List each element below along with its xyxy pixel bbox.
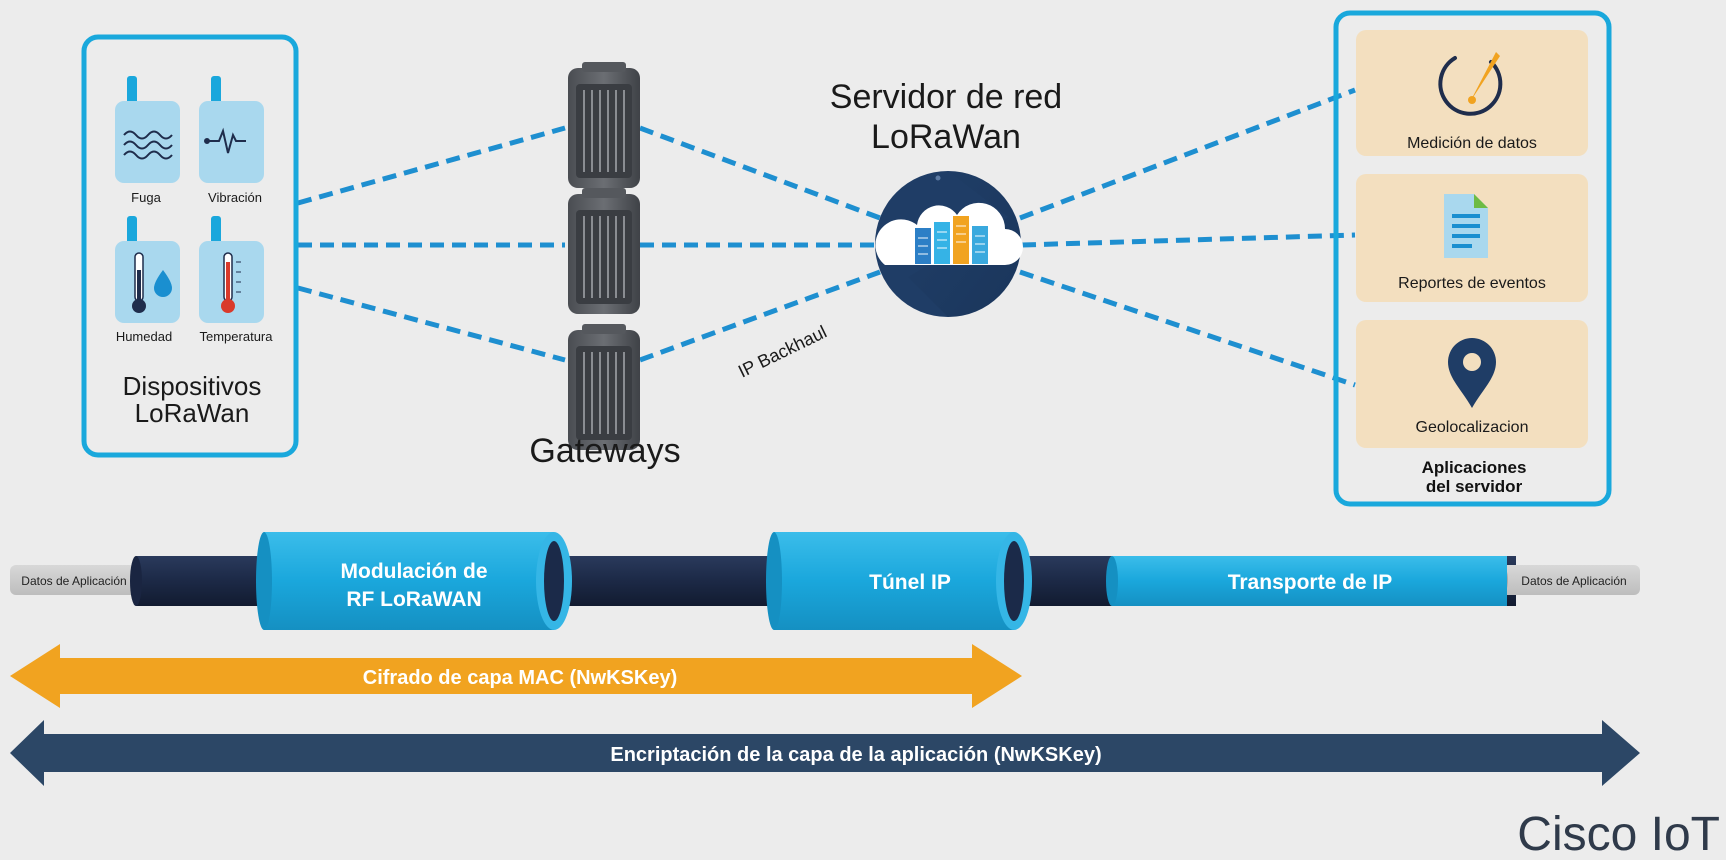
mac-encryption-arrow: Cifrado de capa MAC (NwKSKey) xyxy=(10,644,1022,708)
link-server-app2 xyxy=(1021,232,1356,248)
app-event-reports: Reportes de eventos xyxy=(1356,174,1588,302)
document-icon xyxy=(1444,194,1488,258)
link-server-app3 xyxy=(1019,269,1356,388)
app-label-event-reports: Reportes de eventos xyxy=(1398,275,1546,292)
device-temperature: Temperatura xyxy=(199,216,273,344)
vibration-pulse-icon xyxy=(204,127,246,154)
pipeline-segment-ip-tunnel: Túnel IP xyxy=(766,532,1032,630)
pipeline-left-end: Datos de Aplicación xyxy=(21,574,126,588)
humidity-thermometer-icon xyxy=(132,252,172,313)
pipeline-right-end: Datos de Aplicación xyxy=(1521,574,1626,588)
gauge-icon xyxy=(1438,52,1503,116)
device-label-humidity: Humedad xyxy=(116,329,172,344)
device-vibration: Vibración xyxy=(199,76,264,205)
segment-rf-line1: Modulación de xyxy=(341,560,488,583)
app-encryption-label: Encriptación de la capa de la aplicación… xyxy=(610,744,1101,766)
device-humidity: Humedad xyxy=(115,216,180,344)
segment-tunnel-label: Túnel IP xyxy=(869,571,951,594)
link-devices-gw3 xyxy=(297,285,566,363)
app-data-metering: Medición de datos xyxy=(1356,30,1588,156)
segment-transport-label: Transporte de IP xyxy=(1228,571,1393,594)
device-label-temperature: Temperatura xyxy=(200,329,274,344)
connection-lines xyxy=(297,87,1356,388)
app-label-geolocation: Geolocalizacion xyxy=(1416,419,1529,436)
gateway-device-icon xyxy=(568,62,640,188)
devices-title-line1: Dispositivos xyxy=(123,371,262,401)
link-devices-gw1 xyxy=(297,125,566,206)
segment-rf-line2: RF LoRaWAN xyxy=(346,588,481,611)
backhaul-label: IP Backhaul xyxy=(735,322,830,382)
location-pin-icon xyxy=(1448,338,1496,408)
temperature-thermometer-icon xyxy=(221,252,241,313)
devices-title-line2: LoRaWan xyxy=(135,398,250,428)
server-title-line2: LoRaWan xyxy=(871,118,1021,156)
device-label-leak: Fuga xyxy=(131,190,161,205)
device-label-vibration: Vibración xyxy=(208,190,262,205)
apps-title-line1: Aplicaciones xyxy=(1422,458,1527,477)
apps-panel: Medición de datos Reportes de eventos Ge… xyxy=(1333,10,1612,507)
gateways: Gateways xyxy=(529,62,681,470)
brand-logo-text: Cisco IoT xyxy=(1517,808,1720,860)
pipeline-segment-rf-modulation: Modulación de RF LoRaWAN xyxy=(256,532,572,630)
mac-encryption-label: Cifrado de capa MAC (NwKSKey) xyxy=(363,667,678,689)
app-label-data-metering: Medición de datos xyxy=(1407,135,1537,152)
gateway-device-icon xyxy=(568,188,640,314)
link-gw3-server xyxy=(639,269,881,363)
water-waves-icon xyxy=(123,130,173,160)
device-leak: Fuga xyxy=(115,76,180,205)
protocol-pipeline: Datos de Aplicación Datos de Aplicación … xyxy=(10,532,1640,630)
apps-title-line2: del servidor xyxy=(1426,477,1523,496)
server-title-line1: Servidor de red xyxy=(830,78,1062,116)
app-encryption-arrow: Encriptación de la capa de la aplicación… xyxy=(10,720,1640,786)
cloud-server-icon xyxy=(875,171,1023,317)
link-gw1-server xyxy=(639,125,881,221)
pipeline-segment-ip-transport: Transporte de IP xyxy=(1106,556,1507,606)
link-server-app1 xyxy=(1019,87,1356,221)
devices-panel: Fuga Vibración Humedad xyxy=(81,34,299,458)
app-geolocation: Geolocalizacion xyxy=(1356,320,1588,448)
network-server: Servidor de red LoRaWan xyxy=(830,78,1062,317)
gateway-device-icon xyxy=(568,324,640,450)
gateways-label: Gateways xyxy=(529,432,680,470)
